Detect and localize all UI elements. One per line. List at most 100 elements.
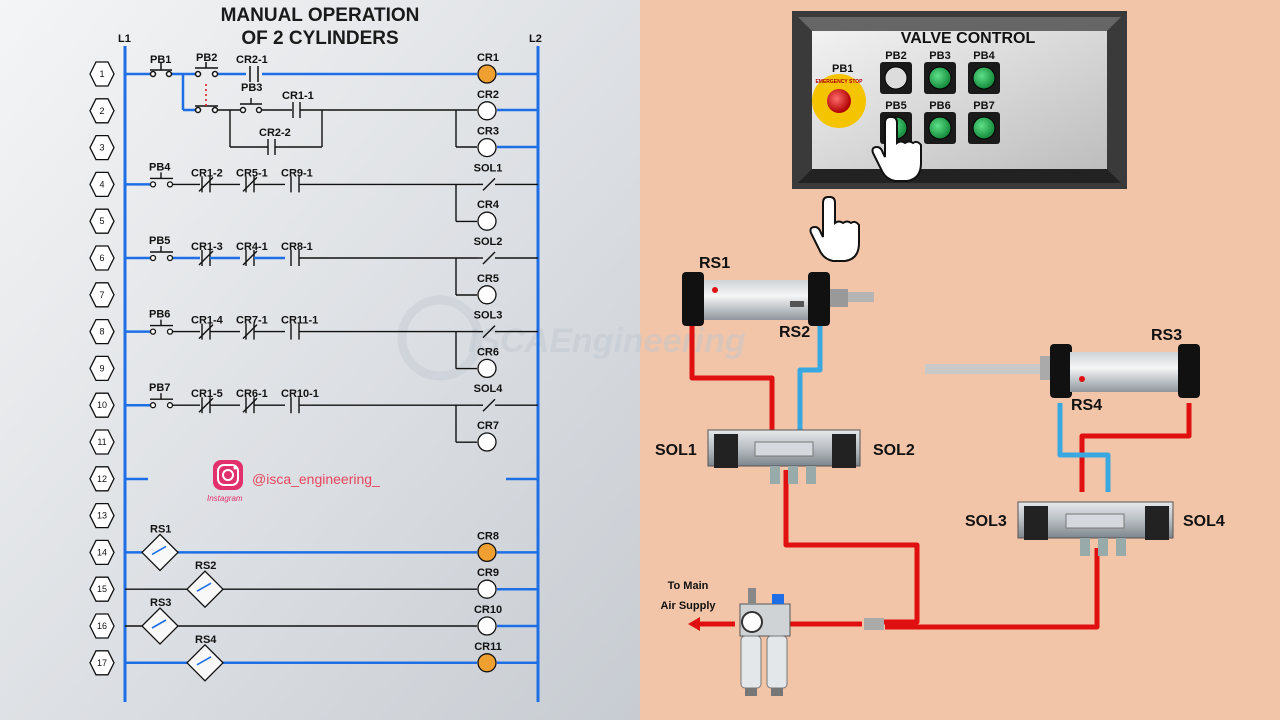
rung-number: 7: [99, 290, 104, 300]
solenoid-label: SOL3: [965, 513, 1007, 530]
contact-label: PB5: [149, 235, 170, 247]
air-service-unit: [739, 588, 884, 696]
coil-cr9: CR9: [477, 567, 499, 599]
panel-button-label: PB1: [832, 63, 853, 75]
coil-sol1: SOL1: [474, 162, 538, 191]
coil-label: CR11: [474, 641, 502, 653]
contact-label: PB2: [196, 52, 217, 64]
panel-button-pb3[interactable]: PB3: [924, 50, 956, 94]
coil-cr8: CR8: [477, 530, 499, 563]
rung-number-badge: 6: [89, 245, 115, 271]
contact-label: CR1-3: [191, 241, 223, 253]
contact-label: PB6: [149, 309, 170, 321]
rung-number-badge: 4: [89, 171, 115, 198]
rung-number-badge: 16: [89, 613, 115, 639]
instagram-handle[interactable]: @isca_engineering_: [252, 471, 380, 487]
rung-number: 16: [97, 621, 107, 631]
contact-label: PB1: [150, 54, 171, 66]
rung-number: 8: [99, 327, 104, 337]
instagram-caption: Instagram: [207, 494, 243, 503]
contact-label: CR2-1: [236, 54, 268, 66]
watermark-text: ISCAEngineering: [468, 322, 746, 360]
rung-number: 9: [99, 363, 104, 373]
coil-label: SOL4: [474, 383, 504, 395]
ladder-diagram: MANUAL OPERATION OF 2 CYLINDERS L1 L2 12…: [89, 5, 542, 702]
panel-button-label: PB2: [885, 50, 906, 62]
rung-number: 13: [97, 511, 107, 521]
air-supply-label-line1: To Main: [668, 580, 709, 592]
rung-number: 3: [99, 143, 104, 153]
rung-number: 14: [97, 547, 107, 557]
rung-number-badge: 8: [89, 318, 115, 345]
rung-1: [125, 72, 538, 112]
contact-label: CR9-1: [281, 167, 313, 179]
coil-cr3: CR3: [477, 126, 499, 158]
coil-sol4: SOL4: [474, 383, 538, 412]
solenoid-valve-2: [1017, 501, 1174, 556]
rung-number-badge: 7: [89, 282, 115, 308]
cylinder-1: [682, 272, 874, 326]
rail-left-label: L1: [118, 33, 131, 45]
rung-number-badge: 13: [89, 502, 115, 529]
reed-switch-contact-label: RS3: [150, 597, 171, 609]
coil-cr6: CR6: [477, 346, 499, 379]
coil-label: SOL1: [474, 162, 503, 174]
panel-button-pb2[interactable]: PB2: [880, 50, 912, 94]
output-coils: CR1CR2CR3SOL1CR4SOL2CR5SOL3CR6SOL4CR7CR8…: [474, 52, 538, 673]
rung-number-badge: 5: [89, 208, 115, 234]
coil-label: CR1: [477, 52, 499, 64]
panel-title: VALVE CONTROL: [901, 30, 1036, 47]
rung-14: RS1: [125, 523, 538, 572]
emergency-stop-button[interactable]: EMERGENCY STOP: [812, 74, 866, 128]
panel-button-label: PB4: [973, 50, 995, 62]
contact-label: PB3: [241, 82, 262, 94]
rung-number-badge: 14: [89, 539, 115, 566]
contact-label: CR7-1: [236, 315, 268, 327]
rung-number: 6: [99, 253, 104, 263]
solenoid-label: SOL4: [1183, 513, 1225, 530]
contact-label: CR8-1: [281, 241, 313, 253]
coil-label: CR2: [477, 89, 499, 101]
contact-label: CR1-1: [282, 90, 314, 102]
coil-label: CR8: [477, 530, 499, 542]
reed-switch-label: RS2: [779, 324, 810, 341]
rung-number: 2: [99, 106, 104, 116]
rung-16: RS3: [125, 597, 538, 645]
coil-label: SOL3: [474, 310, 503, 322]
contact-label: CR6-1: [236, 388, 268, 400]
contact-label: CR1-4: [191, 315, 224, 327]
rung-number-badge: 15: [89, 576, 115, 602]
coil-cr4: CR4: [477, 199, 500, 231]
coil-label: CR3: [477, 126, 499, 138]
rung-number-badge: 17: [89, 650, 115, 676]
panel-button-pb6[interactable]: PB6: [924, 100, 956, 144]
cylinder-2: [925, 344, 1200, 398]
rung-1-contacts: [149, 62, 259, 114]
rung-number: 12: [97, 474, 107, 484]
contact-label: PB7: [149, 382, 170, 394]
rung-15: RS2: [125, 560, 538, 609]
contact-label: CR1-5: [191, 388, 223, 400]
coil-cr5: CR5: [477, 273, 499, 305]
rung-17: RS4: [125, 634, 538, 682]
pneumatic-circuit: RS1 RS2 RS3 RS4 SOL1 SOL2: [655, 255, 1225, 696]
coil-label: CR10: [474, 604, 502, 616]
reed-switch-label: RS3: [1151, 327, 1182, 344]
coil-sol2: SOL2: [474, 236, 538, 265]
panel-button-pb7[interactable]: PB7: [968, 100, 1000, 144]
rung-number-badge: 9: [89, 355, 115, 382]
rung-number: 1: [99, 69, 104, 79]
contact-label: CR5-1: [236, 167, 268, 179]
reed-switch-contact-label: RS4: [195, 634, 217, 646]
rung-number: 5: [99, 216, 104, 226]
rung-number: 17: [97, 658, 107, 668]
coil-label: CR7: [477, 420, 499, 432]
panel-button-pb4[interactable]: PB4: [968, 50, 1000, 94]
coil-label: CR9: [477, 567, 499, 579]
reed-switch-contact-label: RS1: [150, 523, 171, 535]
